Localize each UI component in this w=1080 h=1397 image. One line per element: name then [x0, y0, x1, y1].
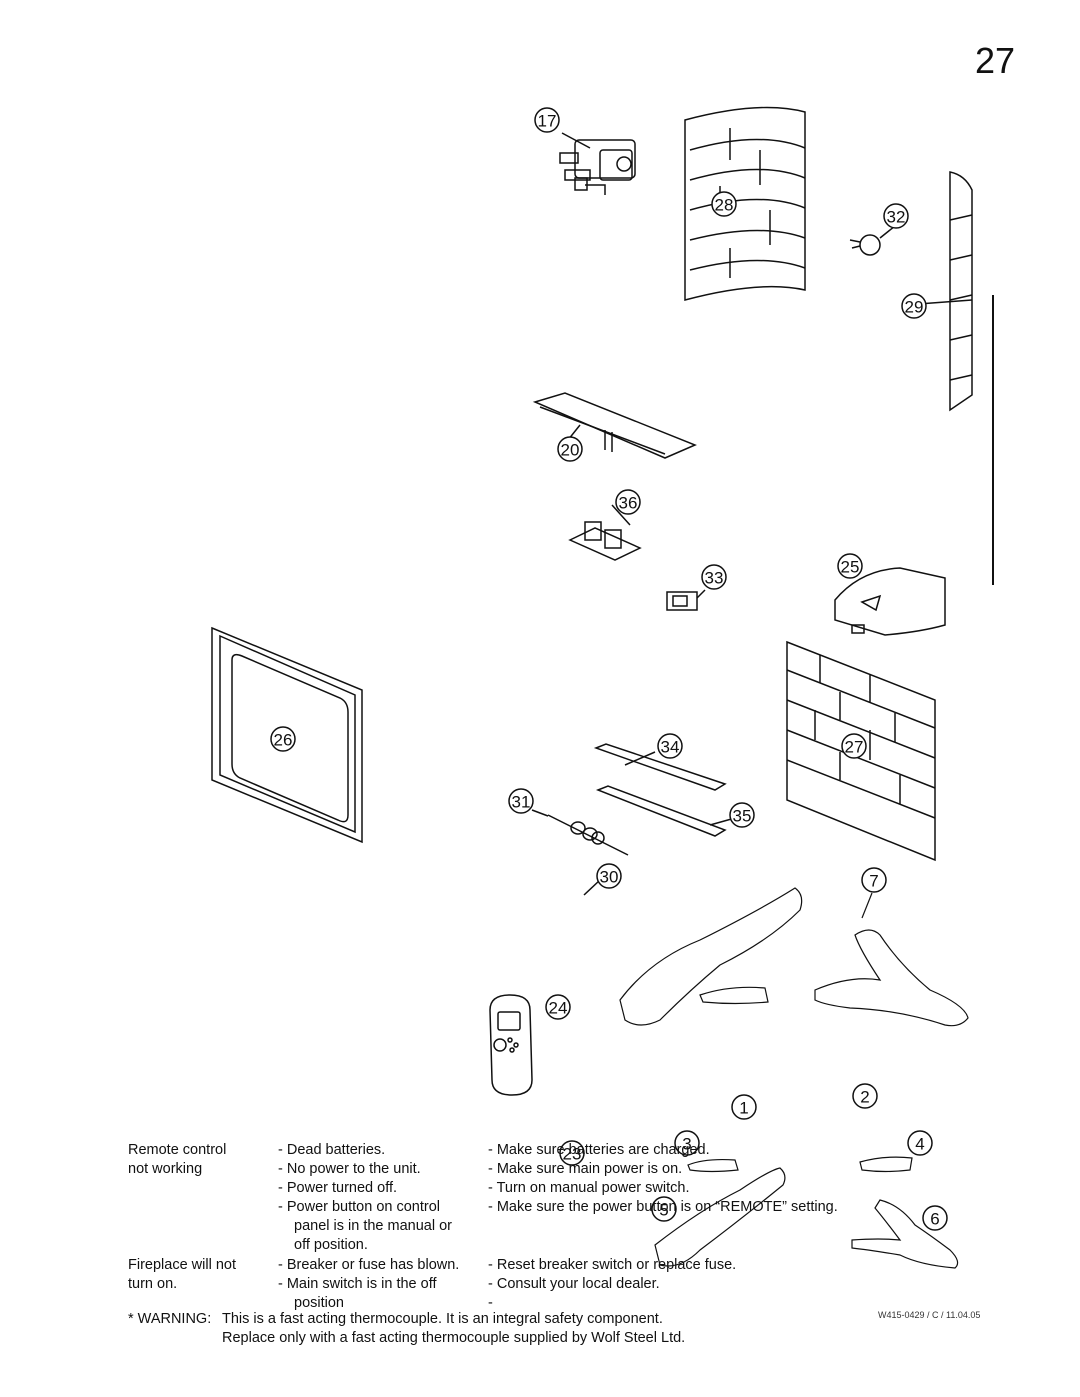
symptom-line: Remote control	[128, 1142, 227, 1158]
symptom-line: turn on.	[128, 1276, 178, 1292]
callout-number: 33	[705, 569, 724, 588]
thermocouple-drawing	[531, 809, 629, 856]
warning-line: This is a fast acting thermocouple. It i…	[222, 1311, 663, 1327]
circuit-board-drawing	[568, 504, 642, 561]
cause-line: - No power to the unit.	[278, 1161, 421, 1177]
gasket-strips-drawing	[593, 743, 736, 837]
fix-line: - Make sure batteries are charged.	[488, 1142, 710, 1158]
log-set-drawing	[619, 887, 969, 1269]
callout-number: 29	[905, 298, 924, 317]
callout-number: 35	[733, 807, 752, 826]
cause-line: - Power turned off.	[278, 1180, 398, 1196]
callout-number: 30	[600, 868, 619, 887]
causes-remote: - Dead batteries. - No power to the unit…	[278, 1141, 452, 1255]
symptom-fireplace: Fireplace will not turn on.	[128, 1256, 236, 1294]
cause-line: - Power button on control	[278, 1199, 441, 1215]
callout-number: 36	[619, 494, 638, 513]
warning-label: * WARNING:	[128, 1311, 212, 1327]
warning-note: * WARNING: This is a fast acting thermoco…	[128, 1310, 685, 1348]
callout-number: 34	[661, 738, 680, 757]
callout-number: 32	[887, 208, 906, 227]
callout-number: 27	[845, 738, 864, 757]
warning-line: Replace only with a fast acting thermoco…	[222, 1330, 686, 1346]
remote-control-drawing	[489, 994, 533, 1096]
callout-number: 25	[841, 558, 860, 577]
callout-number: 28	[715, 196, 734, 215]
fix-line: -	[488, 1295, 493, 1311]
page-number: 27	[975, 40, 1016, 81]
fix-line: - Make sure main power is on.	[488, 1161, 683, 1177]
symptom-line: not working	[128, 1161, 203, 1177]
callout-number: 4	[915, 1135, 924, 1154]
fixes-remote: - Make sure batteries are charged. - Mak…	[488, 1141, 838, 1217]
callout-number: 5	[659, 1201, 668, 1220]
causes-fireplace: - Breaker or fuse has blown. - Main swit…	[278, 1256, 459, 1313]
symptom-line: Fireplace will not	[128, 1257, 236, 1273]
cause-line: - Dead batteries.	[278, 1142, 386, 1158]
brick-panel-drawing	[786, 640, 936, 862]
cause-line: - Breaker or fuse has blown.	[278, 1257, 460, 1273]
cause-line: - Main switch is in the off	[278, 1276, 437, 1292]
fix-line: - Turn on manual power switch.	[488, 1180, 690, 1196]
switch-drawing	[666, 589, 706, 611]
cause-line: position	[294, 1295, 344, 1311]
fix-line: - Consult your local dealer.	[488, 1276, 660, 1292]
side-panel-drawing	[904, 171, 973, 412]
callout-number: 23	[563, 1145, 582, 1164]
callout-number: 6	[930, 1210, 939, 1229]
cause-line: panel is in the manual or	[294, 1218, 452, 1234]
glass-door-drawing	[211, 626, 363, 844]
callout-number: 3	[682, 1135, 691, 1154]
callout-number: 17	[538, 112, 557, 131]
document-reference: W415-0429 / C / 11.04.05	[878, 1310, 981, 1320]
callout-number: 2	[860, 1088, 869, 1107]
callout-number: 20	[561, 441, 580, 460]
callout-number: 1	[739, 1099, 748, 1118]
callout-number: 31	[512, 793, 531, 812]
gas-valve-drawing	[559, 132, 636, 195]
callout-number: 26	[274, 731, 293, 750]
curved-panel-drawing	[684, 106, 806, 301]
callout-number: 7	[869, 872, 878, 891]
fixes-fireplace: - Reset breaker switch or replace fuse. …	[488, 1256, 736, 1313]
receiver-drawing	[834, 567, 946, 636]
fix-line: - Reset breaker switch or replace fuse.	[488, 1257, 737, 1273]
fix-line: - Make sure the power button is on “REMO…	[488, 1199, 838, 1215]
callout-number: 24	[549, 999, 568, 1018]
cause-line: off position.	[294, 1237, 368, 1253]
symptom-remote: Remote control not working	[128, 1141, 226, 1179]
